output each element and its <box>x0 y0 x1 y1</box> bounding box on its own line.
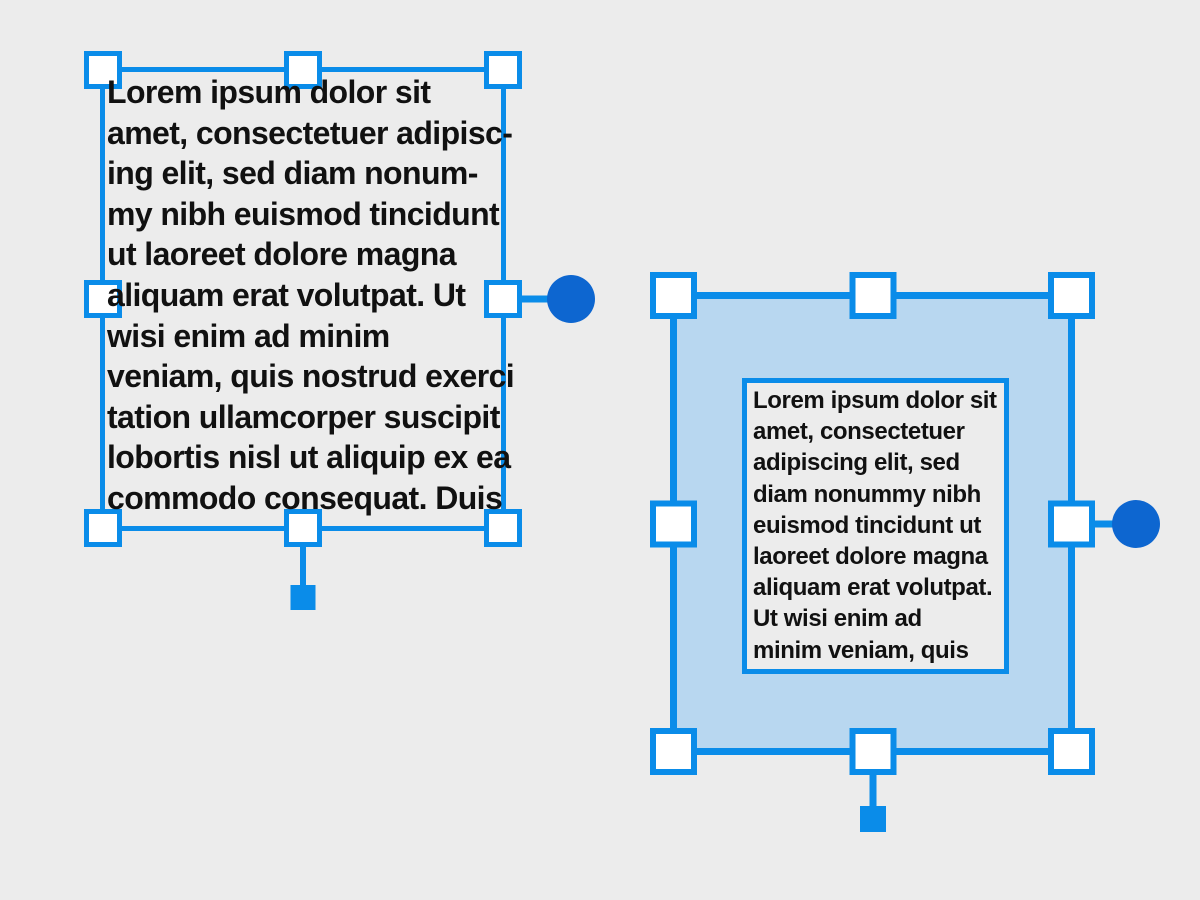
bottom-knob-stem <box>300 547 306 586</box>
right-knob-stem <box>519 295 549 303</box>
resize-handle-top-left[interactable] <box>650 272 697 319</box>
resize-handle-bottom-right[interactable] <box>484 509 522 547</box>
resize-handle-top-center[interactable] <box>284 51 322 89</box>
text-frame-right-content: Lorem ipsum dolor sit amet, consectetuer… <box>753 387 997 664</box>
resize-handle-bottom-left[interactable] <box>84 509 122 547</box>
resize-handle-bottom-center[interactable] <box>284 509 322 547</box>
text-frame-left[interactable] <box>84 51 595 610</box>
right-circle-knob[interactable] <box>1112 499 1160 548</box>
text-frame-left-content[interactable]: Lorem ipsum dolor sit amet, consectetuer… <box>107 74 515 516</box>
resize-handle-bottom-center[interactable] <box>849 728 896 775</box>
resize-handle-top-center[interactable] <box>849 272 896 319</box>
resize-handle-middle-left[interactable] <box>650 500 697 547</box>
resize-handle-bottom-right[interactable] <box>1048 728 1095 775</box>
resize-handle-middle-right[interactable] <box>484 280 522 318</box>
right-circle-knob[interactable] <box>547 275 595 323</box>
resize-handle-middle-left[interactable] <box>84 280 122 318</box>
resize-handle-top-right[interactable] <box>484 51 522 89</box>
bottom-square-knob[interactable] <box>859 806 886 832</box>
text-frame-right-nested[interactable]: Lorem ipsum dolor sit amet, consectetuer… <box>742 378 1009 674</box>
bottom-square-knob[interactable] <box>290 585 316 610</box>
resize-handle-top-left[interactable] <box>84 51 122 89</box>
resize-handle-middle-right[interactable] <box>1048 500 1095 547</box>
right-knob-stem <box>1090 520 1114 527</box>
bottom-knob-stem <box>869 775 876 808</box>
resize-handle-bottom-left[interactable] <box>650 728 697 775</box>
resize-handle-top-right[interactable] <box>1048 272 1095 319</box>
